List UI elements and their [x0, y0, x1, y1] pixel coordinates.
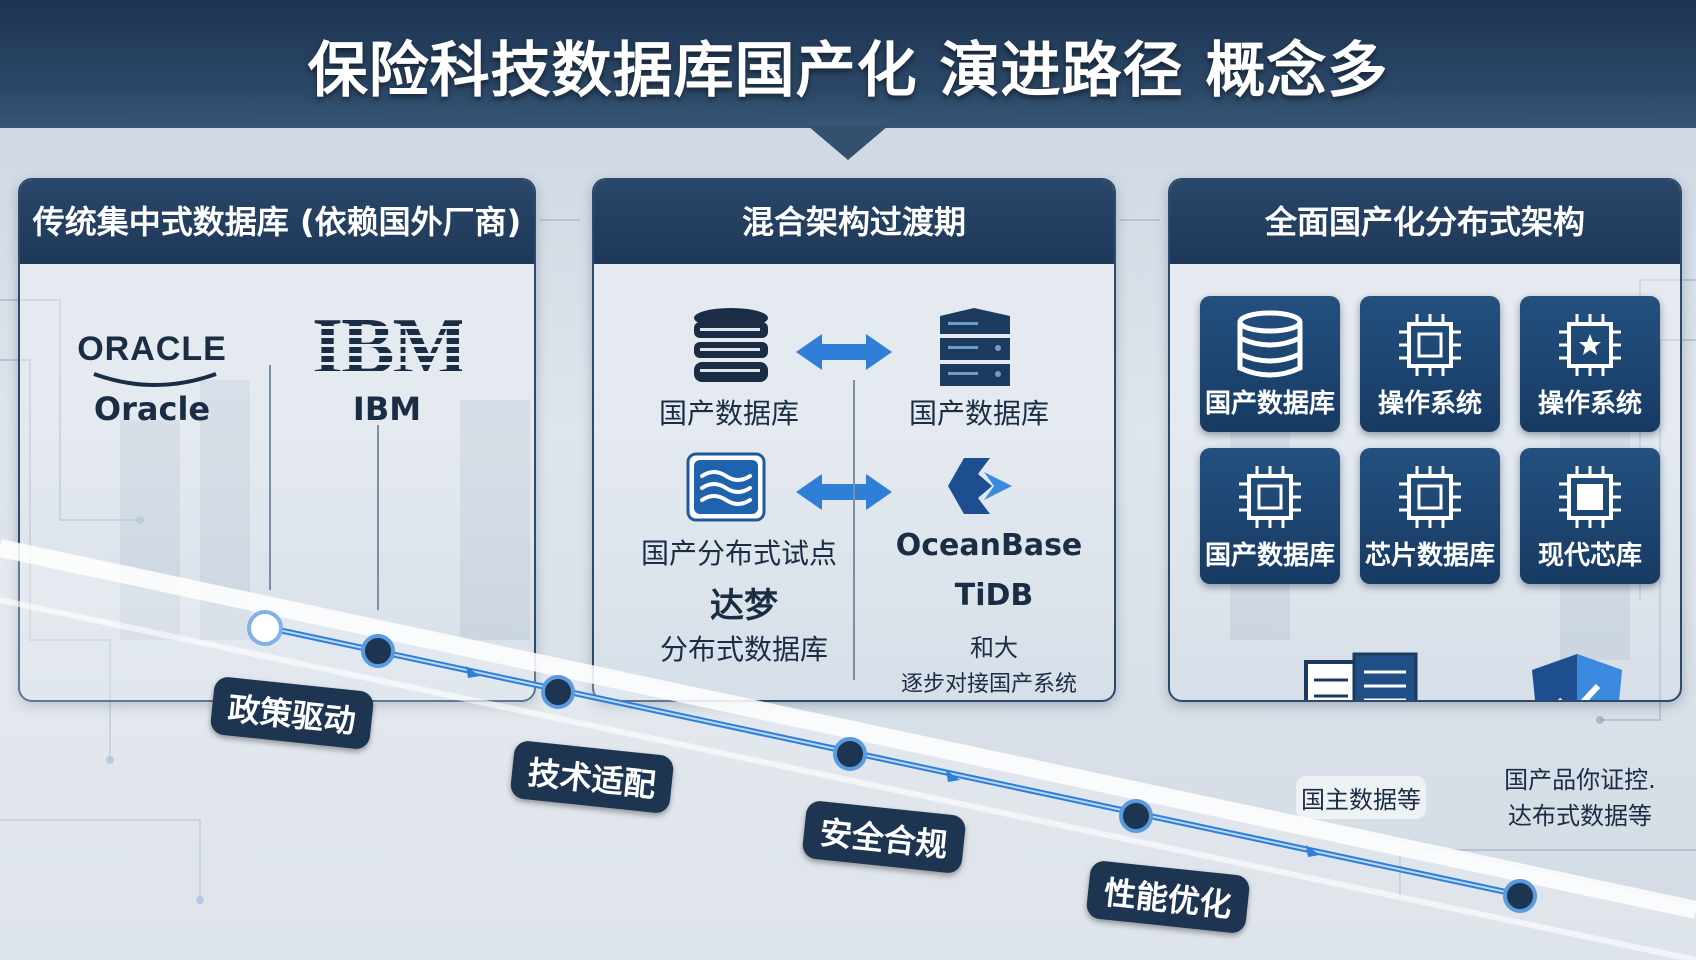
title-pointer — [808, 126, 888, 160]
left-db-label: 国产数据库 — [658, 397, 799, 430]
legacy-panel: 传统集中式数据库 (依赖国外厂商) ORACLE Oracle IBM IBM — [18, 178, 536, 702]
bottom-right-line2: 达布式数据等 — [1508, 802, 1652, 830]
right-db-label: 国产数据库 — [908, 397, 1049, 430]
database-icon — [1237, 310, 1303, 378]
tile-label: 芯片数据库 — [1364, 541, 1495, 571]
oracle-logo: ORACLE — [77, 330, 227, 368]
tile-label: 操作系统 — [1537, 389, 1642, 419]
hybrid-connector-line — [853, 380, 855, 680]
chip-solid-icon — [1559, 466, 1621, 528]
chip-star-icon — [1559, 314, 1621, 376]
tile-label: 国产数据库 — [1204, 541, 1335, 571]
page-title: 保险科技数据库国产化 演进路径 概念多 — [307, 36, 1389, 106]
tile-label: 操作系统 — [1377, 389, 1482, 419]
tile-os-2: 操作系统 — [1520, 296, 1660, 432]
bottom-left-label: 国主数据等 — [1296, 776, 1426, 819]
full-panel-heading: 全面国产化分布式架构 — [1170, 180, 1680, 264]
bidirectional-arrow-icon — [796, 334, 892, 370]
oceanbase-logo-icon — [948, 458, 1012, 514]
full-panel: 全面国产化分布式架构 国产数据库 操作系统 操作系统 — [1168, 178, 1682, 702]
tile-label: 国产数据库 — [1204, 389, 1335, 419]
tile-database: 国产数据库 — [1200, 296, 1340, 432]
hybrid-panel-heading: 混合架构过渡期 — [594, 180, 1114, 264]
oracle-label: Oracle — [93, 390, 211, 428]
ibm-label: IBM — [352, 390, 422, 428]
chip-icon — [1399, 466, 1461, 528]
database-icon — [694, 308, 768, 382]
shield-icon — [1532, 654, 1622, 700]
legacy-connector-lines — [269, 365, 379, 610]
tile-chip-db: 芯片数据库 — [1360, 448, 1500, 584]
chip-icon — [1239, 466, 1301, 528]
oracle-swoosh-icon — [93, 372, 217, 387]
server-stack-icon — [940, 308, 1010, 386]
distributed-pilot-icon — [686, 452, 766, 522]
tile-os-1: 操作系统 — [1360, 296, 1500, 432]
legacy-panel-heading: 传统集中式数据库 (依赖国外厂商) — [20, 180, 534, 264]
tile-label: 现代芯库 — [1537, 541, 1642, 571]
tile-database-2: 国产数据库 — [1200, 448, 1340, 584]
ibm-logo: IBM — [312, 303, 468, 391]
document-server-icon — [1304, 652, 1418, 700]
tile-modern-chip: 现代芯库 — [1520, 448, 1660, 584]
bidirectional-arrow-icon-2 — [796, 474, 892, 510]
bottom-right-line1: 国产品你证控. — [1504, 766, 1656, 794]
title-bar — [0, 0, 1696, 128]
chip-icon — [1399, 314, 1461, 376]
hybrid-panel: 混合架构过渡期 国产数据库 国产数据库 — [592, 178, 1116, 702]
